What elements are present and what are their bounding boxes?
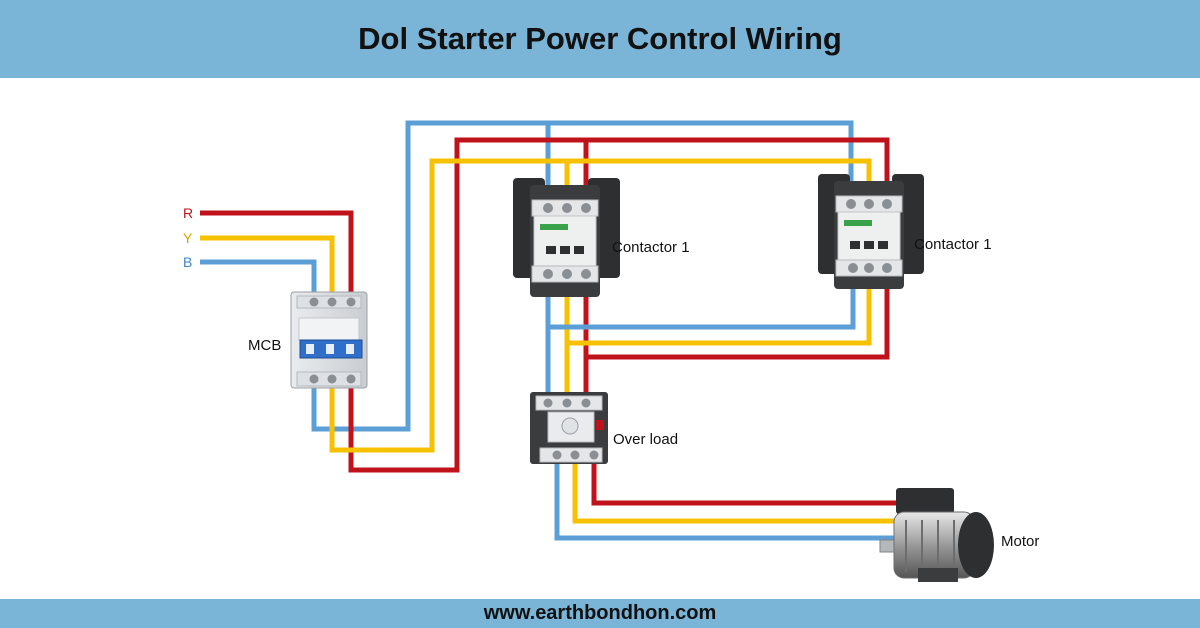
wire-r-supply bbox=[200, 210, 354, 298]
phase-label-y: Y bbox=[183, 230, 193, 246]
overload-device bbox=[530, 392, 608, 464]
overload-label: Over load bbox=[613, 431, 678, 448]
contactor-right-label: Contactor 1 bbox=[914, 236, 992, 253]
wire-r-motor bbox=[591, 462, 905, 506]
footer-banner: www.earthbondhon.com bbox=[0, 599, 1200, 628]
mcb-device bbox=[290, 291, 368, 389]
wire-r-feed bbox=[348, 137, 890, 473]
supply-wires bbox=[200, 210, 354, 298]
motor-device bbox=[879, 488, 994, 582]
contactor-right-device bbox=[818, 174, 924, 289]
footer-url: www.earthbondhon.com bbox=[483, 602, 717, 624]
phase-label-b: B bbox=[183, 254, 192, 270]
mcb-label: MCB bbox=[248, 337, 281, 354]
wire-r-cross bbox=[586, 285, 890, 360]
wire-b-supply bbox=[200, 259, 317, 298]
page-title: Dol Starter Power Control Wiring bbox=[358, 21, 842, 56]
wire-y-cross bbox=[567, 285, 872, 346]
contactor-left-device bbox=[513, 178, 620, 297]
title-banner: Dol Starter Power Control Wiring bbox=[0, 0, 1200, 78]
wire-y-supply bbox=[200, 235, 335, 298]
wire-b-feed bbox=[311, 120, 854, 432]
contactor-output-wires bbox=[545, 285, 890, 395]
phase-label-r: R bbox=[183, 205, 193, 221]
wire-b-cross bbox=[548, 285, 856, 330]
motor-label: Motor bbox=[1001, 533, 1039, 550]
wire-b-motor bbox=[554, 462, 905, 541]
wire-y-feed bbox=[329, 158, 872, 453]
contactor-left-label: Contactor 1 bbox=[612, 239, 690, 256]
wire-y-motor bbox=[572, 462, 905, 524]
motor-wires bbox=[554, 462, 905, 541]
